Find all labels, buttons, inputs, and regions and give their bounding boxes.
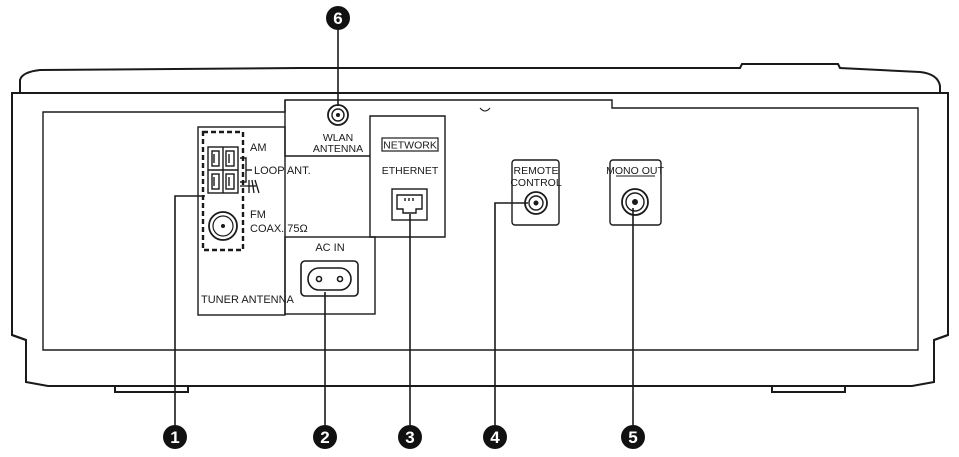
mono-out-block bbox=[609, 159, 662, 226]
tuner-antenna-block bbox=[197, 126, 286, 316]
tuner-antenna-label: TUNER ANTENNA bbox=[201, 294, 295, 306]
panel-labels: AM LOOP ANT. FM COAX. 75Ω TUNER ANTENNA … bbox=[201, 132, 664, 306]
callout-6-number: 6 bbox=[333, 9, 342, 28]
callout-1-number: 1 bbox=[170, 428, 179, 447]
ac-in-socket[interactable] bbox=[300, 260, 359, 297]
am-label: AM bbox=[250, 142, 267, 154]
wlan-antenna-label-line1: WLAN bbox=[323, 132, 353, 144]
callout-6: 6 bbox=[326, 6, 350, 30]
coax-label: COAX. 75Ω bbox=[250, 223, 308, 235]
ethernet-label: ETHERNET bbox=[382, 165, 439, 177]
callout-3-number: 3 bbox=[405, 428, 414, 447]
loop-ant-label: LOOP ANT. bbox=[254, 165, 311, 177]
device-top-cover bbox=[19, 63, 941, 93]
callout-5-icon bbox=[621, 425, 645, 449]
callout-4: 4 bbox=[483, 425, 507, 449]
antenna-dashed-group bbox=[201, 130, 245, 252]
ac-in-label: AC IN bbox=[315, 242, 344, 254]
callout-4-number: 4 bbox=[490, 428, 500, 447]
wlan-antenna-label-line2: ANTENNA bbox=[313, 143, 363, 155]
network-block bbox=[284, 100, 446, 238]
callout-5-number: 5 bbox=[628, 428, 637, 447]
callout-5: 5 bbox=[621, 425, 645, 449]
device-feet bbox=[114, 386, 846, 393]
callout-1: 1 bbox=[163, 425, 187, 449]
ground-icon bbox=[240, 179, 260, 194]
remote-control-block bbox=[511, 159, 560, 226]
remote-label-line1: REMOTE bbox=[514, 165, 559, 177]
callout-6-icon bbox=[326, 6, 350, 30]
panel-notch bbox=[479, 107, 491, 112]
callout-4-icon bbox=[483, 425, 507, 449]
callout-leader-lines bbox=[174, 30, 634, 425]
remote-control-jack[interactable] bbox=[524, 191, 548, 215]
remote-label-line2: CONTROL bbox=[510, 177, 561, 189]
am-loop-antenna-terminals[interactable] bbox=[207, 146, 239, 194]
callout-2-number: 2 bbox=[320, 428, 329, 447]
loop-ant-bracket bbox=[240, 157, 252, 183]
callout-1-icon bbox=[163, 425, 187, 449]
wlan-antenna-connector[interactable] bbox=[327, 104, 349, 126]
ac-in-block bbox=[284, 236, 376, 315]
callout-3-icon bbox=[398, 425, 422, 449]
network-label: NETWORK bbox=[383, 140, 437, 152]
callout-2: 2 bbox=[313, 425, 337, 449]
mono-out-jack[interactable] bbox=[621, 188, 649, 216]
network-label-frame bbox=[381, 137, 439, 152]
fm-coax-connector[interactable] bbox=[208, 211, 238, 241]
callout-2-icon bbox=[313, 425, 337, 449]
fm-label: FM bbox=[250, 209, 266, 221]
device-body bbox=[11, 92, 949, 387]
mono-out-label: MONO OUT bbox=[606, 165, 664, 177]
callout-3: 3 bbox=[398, 425, 422, 449]
